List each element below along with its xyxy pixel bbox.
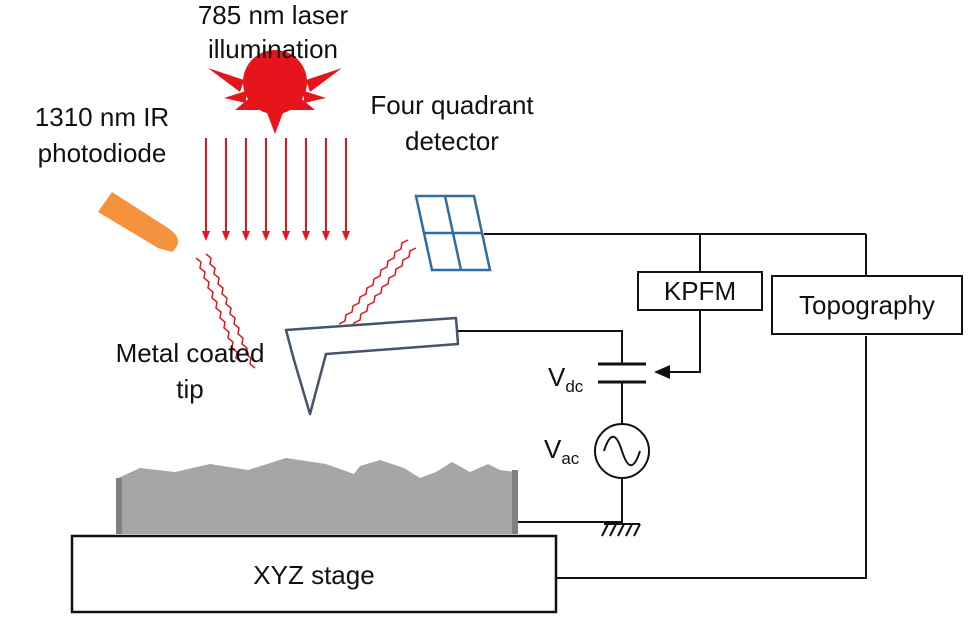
tip-label-line2: tip: [176, 374, 203, 404]
xyz-stage: [70, 534, 558, 614]
ir-label-line2: photodiode: [38, 138, 167, 168]
kpfm-label: KPFM: [664, 276, 736, 306]
ir-photodiode-icon: [98, 192, 179, 252]
stage-label: XYZ stage: [253, 560, 374, 590]
detector-label-line1: Four quadrant: [370, 90, 534, 120]
laser-label-line1: 785 nm laser: [198, 0, 349, 30]
circuit-wires: [458, 233, 867, 579]
topography-label: Topography: [799, 290, 935, 320]
vdc-label: Vdc: [548, 362, 584, 396]
ground-icon: [601, 523, 641, 537]
sample-surface: [116, 458, 518, 534]
four-quadrant-detector-icon: [414, 194, 492, 272]
tip-label-line1: Metal coated: [116, 338, 265, 368]
detector-label-line2: detector: [405, 126, 499, 156]
ir-label-line1: 1310 nm IR: [35, 102, 169, 132]
laser-label-line2: illumination: [208, 34, 338, 64]
topography-box: [771, 275, 963, 335]
ac-source-icon: [594, 423, 650, 479]
laser-sun-icon: [208, 50, 342, 134]
kpfm-box: [637, 271, 763, 311]
vac-label: Vac: [544, 434, 580, 468]
dc-source-icon: [598, 362, 646, 384]
cantilever-icon: [284, 316, 460, 416]
laser-rays: [202, 138, 350, 241]
